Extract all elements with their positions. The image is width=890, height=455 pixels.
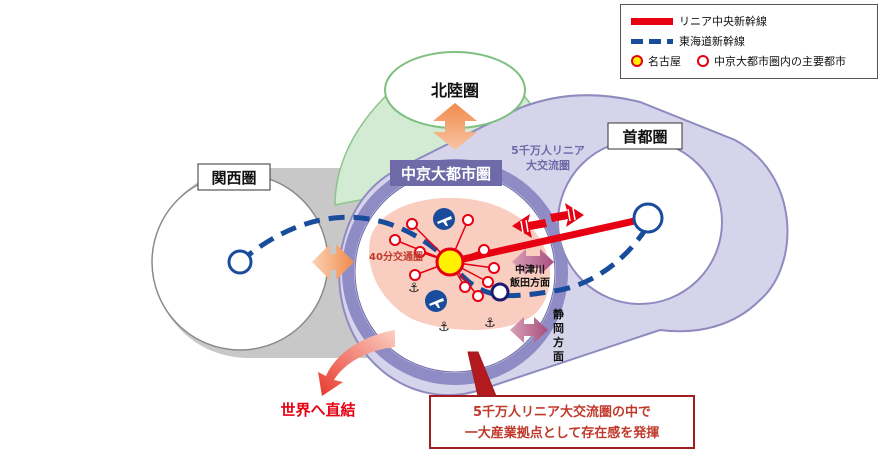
legend-box: リニア中央新幹線 東海道新幹線 名古屋 中京大都市圏内の主要都市	[620, 4, 878, 79]
legend-row-cities: 名古屋 中京大都市圏内の主要都市	[631, 51, 867, 71]
kansai-arrow-icon	[312, 244, 354, 280]
nakatsugawa-label-1: 中津川	[515, 263, 545, 276]
nakatsugawa-station-marker	[490, 282, 510, 302]
chukyo-label: 中京大都市圏	[401, 165, 491, 183]
nagoya-swatch	[631, 55, 643, 67]
legend-linear-label: リニア中央新幹線	[679, 15, 767, 28]
legend-tokaido-label: 東海道新幹線	[679, 35, 745, 48]
shuto-label: 首都圏	[622, 128, 667, 146]
nakatsugawa-label-2: 飯田方面	[509, 276, 550, 289]
linear-area-label-1: 5千万人リニア	[511, 143, 585, 157]
shizuoka-arrow-icon	[510, 317, 548, 343]
nagoya-marker	[435, 247, 465, 277]
shuto-city-marker	[632, 202, 664, 234]
commute-label: 40分交通圏	[369, 250, 423, 263]
svg-text:⚓: ⚓	[438, 320, 450, 335]
svg-text:⚓: ⚓	[484, 316, 496, 331]
linear-area-label-2: 大交流圏	[526, 158, 570, 172]
kansai-label: 関西圏	[211, 169, 256, 187]
callout-line-1: 5千万人リニア大交流圏の中で	[473, 404, 651, 420]
city-swatch	[697, 55, 709, 67]
legend-row-linear: リニア中央新幹線	[631, 11, 867, 31]
airplane-icon	[433, 208, 455, 230]
world-label: 世界へ直結	[280, 401, 355, 419]
hokuriku-label: 北陸圏	[431, 81, 479, 100]
legend-nagoya-label: 名古屋	[648, 55, 681, 68]
major-cities	[389, 214, 500, 302]
kansai-label-box	[197, 163, 271, 191]
airplane-icon	[425, 290, 447, 312]
svg-text:⚓: ⚓	[408, 281, 420, 296]
shuto-arrow-icon	[512, 203, 584, 238]
nakatsugawa-arrow-icon	[512, 249, 554, 275]
legend-row-tokaido: 東海道新幹線	[631, 31, 867, 51]
kansai-city-marker	[227, 249, 253, 275]
callout-line-2: 一大産業拠点として存在感を発揮	[465, 425, 660, 441]
hokuriku-arrow-icon	[433, 103, 477, 150]
callout-box	[429, 395, 695, 449]
chukyo-label-box	[390, 160, 502, 186]
tokaido-line-swatch	[631, 38, 673, 44]
shuto-label-box	[607, 122, 683, 150]
linear-line-swatch	[631, 17, 673, 25]
legend-cities-label: 中京大都市圏内の主要都市	[714, 55, 846, 68]
tokaido-shinkansen-line	[238, 214, 653, 299]
shizuoka-label: 静岡方面	[553, 307, 564, 363]
world-arrow-icon	[318, 330, 395, 396]
anchor-icon: ⚓ ⚓ ⚓	[408, 281, 496, 335]
